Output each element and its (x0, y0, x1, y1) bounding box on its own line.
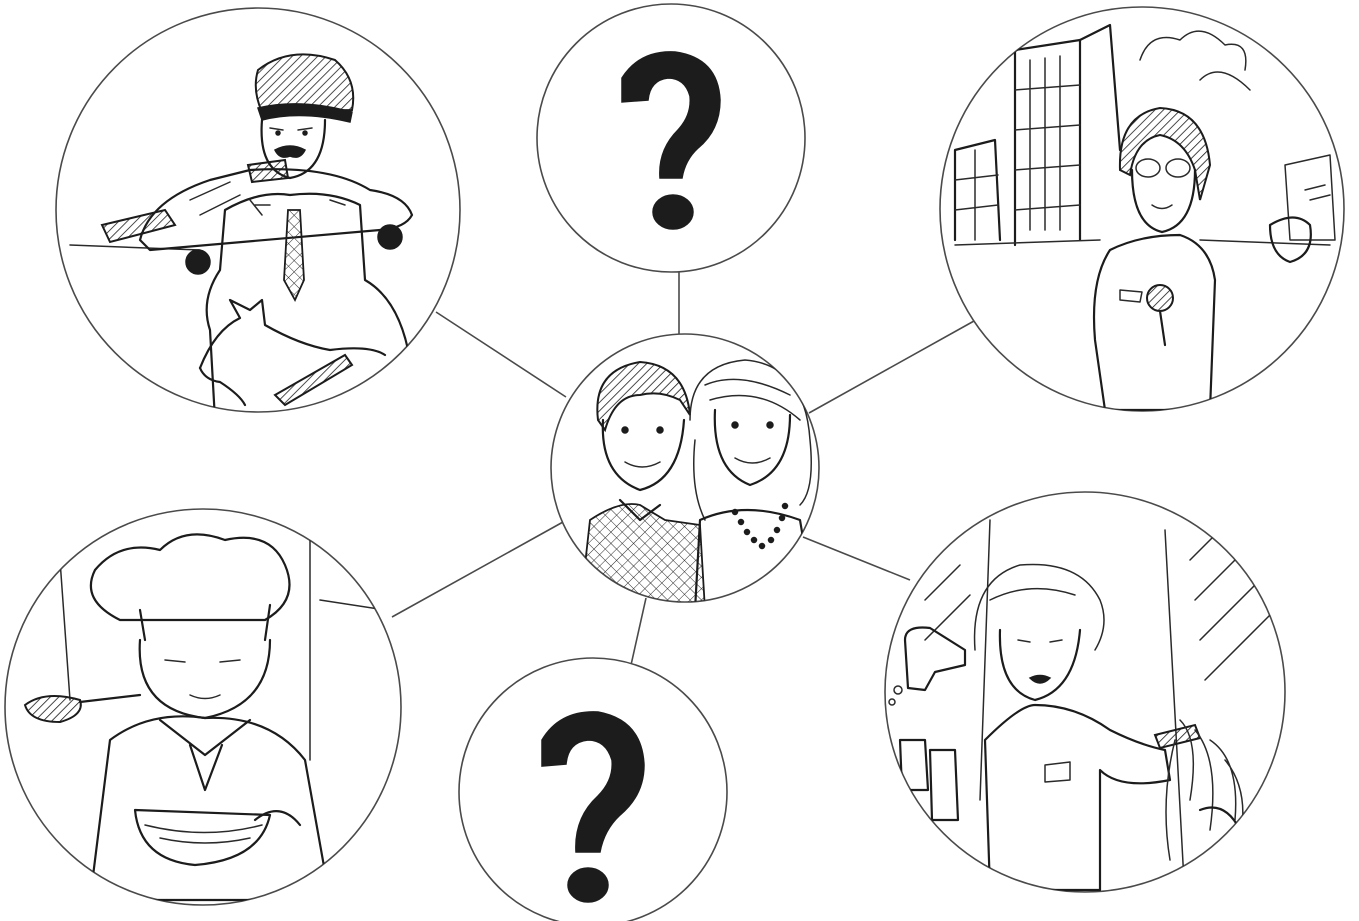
police-officer-node (56, 8, 460, 420)
question-top-node (537, 4, 805, 272)
question-bottom-node (459, 658, 727, 921)
chef-node (5, 509, 401, 905)
reporter-node (940, 7, 1344, 411)
hairdresser-node (885, 492, 1285, 900)
center-node (551, 334, 819, 610)
